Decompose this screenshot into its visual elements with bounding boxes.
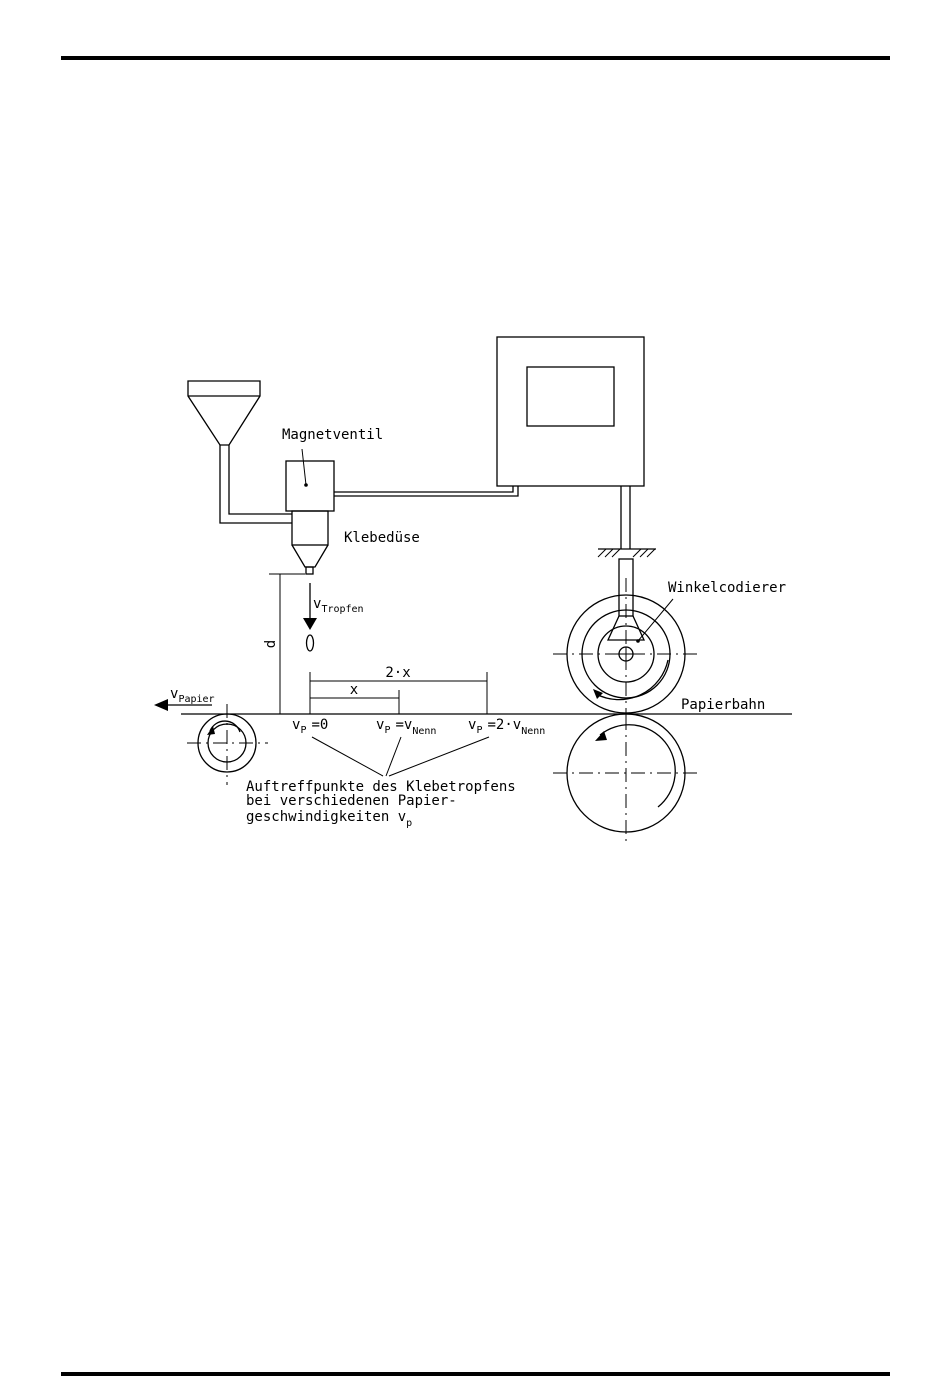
glue-droplet: [307, 635, 314, 651]
encoder-shaft: [598, 486, 656, 640]
papierbahn-label: Papierbahn: [681, 697, 765, 713]
klebeduese-label: Klebedüse: [344, 530, 420, 546]
dim-x-label: x: [350, 682, 358, 698]
note-line-2: bei verschiedenen Papier-: [246, 793, 457, 809]
vp-vnenn-label: vP=vNenn: [376, 717, 436, 737]
control-cabinet: [497, 337, 644, 486]
note-line-3: geschwindigkeiten vp: [246, 809, 412, 829]
vp-0-label: vP=0: [292, 717, 328, 736]
dim-2x-label: 2·x: [385, 665, 410, 681]
rotation-arrow-icon: [207, 726, 215, 735]
lower-roller: [553, 714, 700, 842]
v-tropfen-label: vTropfen: [313, 596, 364, 615]
left-roller: [187, 704, 268, 785]
impact-leader-lines: [312, 737, 489, 776]
d-label: d: [263, 640, 279, 648]
rotation-arrow-icon: [595, 731, 607, 741]
v-papier-label: vPapier: [170, 686, 215, 705]
glue-hopper: [188, 381, 260, 445]
signal-cable: [334, 486, 518, 496]
display-screen: [527, 367, 614, 426]
glue-nozzle: [292, 511, 328, 574]
vp-2vnenn-label: vP=2·vNenn: [468, 717, 545, 737]
winkelcodierer-label: Winkelcodierer: [668, 580, 786, 596]
feed-pipe: [220, 445, 292, 523]
magnetic-valve: [286, 449, 334, 511]
magnetventil-label: Magnetventil: [282, 427, 383, 443]
upper-roller: [553, 578, 700, 716]
